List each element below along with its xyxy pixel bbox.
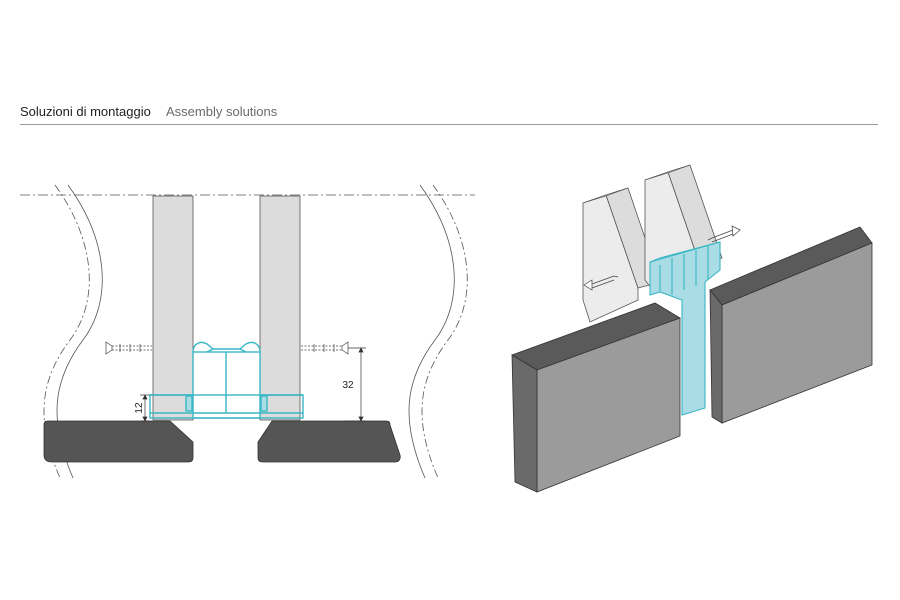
iso-vertical-panel-left-top	[582, 187, 629, 204]
vertical-panel-right	[259, 195, 301, 421]
screw-right-icon	[301, 341, 349, 355]
iso-aluminium-profile	[649, 241, 721, 416]
dimension-line-32	[345, 347, 366, 422]
break-line-right-outer	[421, 184, 468, 479]
screw-left-icon	[105, 341, 152, 355]
iso-vertical-panel-right-top	[644, 164, 691, 181]
title-italian: Soluzioni di montaggio	[20, 104, 151, 119]
floor-panel-left	[43, 420, 194, 463]
floor-panel-right	[257, 420, 401, 463]
iso-floor-panel-right-side	[709, 288, 723, 424]
iso-screw-left-icon	[583, 275, 619, 291]
break-line-right-inner	[408, 184, 455, 479]
dimension-line-12	[140, 394, 150, 422]
vertical-panel-left	[152, 195, 194, 421]
title-english: Assembly solutions	[166, 104, 278, 119]
dimension-label-12: 12	[134, 402, 145, 414]
iso-screw-right-icon	[707, 225, 741, 243]
dimension-label-32: 32	[342, 380, 354, 391]
iso-floor-panel-left-side	[511, 354, 538, 493]
section-header: Soluzioni di montaggio Assembly solution…	[20, 104, 878, 125]
aluminium-profile-section	[149, 341, 304, 419]
